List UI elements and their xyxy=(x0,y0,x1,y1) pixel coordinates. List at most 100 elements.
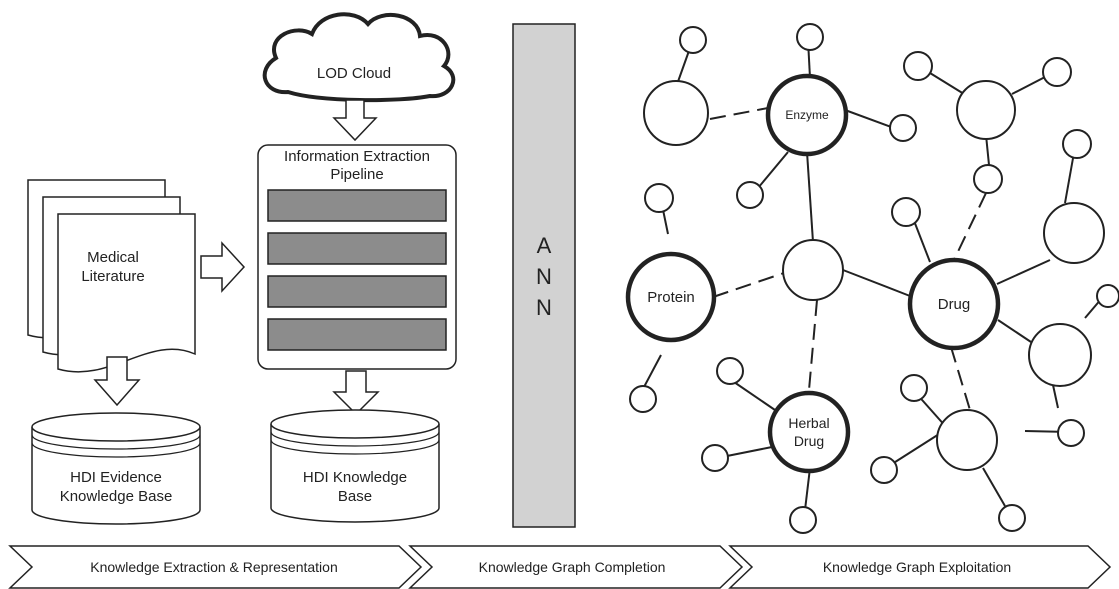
graph-node xyxy=(1062,129,1092,159)
graph-node xyxy=(1043,202,1105,264)
graph-node xyxy=(736,181,764,209)
graph-edge-dashed xyxy=(950,346,971,411)
evidence-kb-label-1: HDI Evidence xyxy=(70,469,162,486)
graph-edge xyxy=(1052,384,1059,409)
graph-edges xyxy=(643,39,1103,511)
graph-edge xyxy=(804,467,811,511)
medical-literature-label-1: Medical xyxy=(87,249,139,266)
database-icon xyxy=(270,424,440,523)
pipeline-title-2: Pipeline xyxy=(330,166,383,183)
graph-edge xyxy=(757,151,789,189)
database-band xyxy=(31,434,201,450)
graph-node xyxy=(900,374,928,402)
document-sheet-front xyxy=(57,213,196,373)
hdi-kb-label-2: Base xyxy=(338,488,372,505)
database-icon xyxy=(31,427,201,525)
graph-edge xyxy=(806,151,814,243)
graph-node-protein: Protein xyxy=(625,251,717,343)
herbal-drug-label-1: Herbal xyxy=(788,415,829,431)
pipeline-stage xyxy=(267,275,447,308)
graph-node xyxy=(889,114,917,142)
medical-literature-label-2: Literature xyxy=(81,268,144,285)
drug-label: Drug xyxy=(938,296,971,313)
ann-block: A N N xyxy=(512,23,576,528)
graph-edge xyxy=(997,319,1032,343)
graph-edge xyxy=(643,354,662,388)
graph-node-herbal-drug: Herbal Drug xyxy=(767,390,851,474)
graph-node xyxy=(903,51,933,81)
lod-cloud: LOD Cloud xyxy=(262,12,456,103)
pipeline-title-1: Information Extraction xyxy=(284,148,430,165)
graph-node xyxy=(998,504,1026,532)
ann-letter: A xyxy=(537,233,552,258)
graph-edge xyxy=(982,467,1006,507)
graph-node xyxy=(789,506,817,534)
evidence-kb-label-2: Knowledge Base xyxy=(60,488,173,505)
graph-node xyxy=(1057,419,1085,447)
graph-node xyxy=(679,26,707,54)
stage-chevron-completion: Knowledge Graph Completion xyxy=(408,545,744,589)
graph-edge xyxy=(929,72,965,95)
database-band xyxy=(31,442,201,458)
graph-edge-dashed xyxy=(953,192,987,261)
graph-edge xyxy=(985,134,990,166)
graph-node xyxy=(891,197,921,227)
graph-node-drug: Drug xyxy=(907,257,1001,351)
ann-letter: N xyxy=(536,295,552,320)
arrow-down-icon xyxy=(332,370,380,416)
graph-node xyxy=(1042,57,1072,87)
graph-node xyxy=(1096,284,1119,308)
graph-edge xyxy=(733,381,776,411)
arrow-right-icon xyxy=(200,241,246,293)
graph-node-enzyme: Enzyme xyxy=(765,73,849,157)
enzyme-label: Enzyme xyxy=(785,108,829,122)
graph-node xyxy=(629,385,657,413)
stage-chevron-extraction: Knowledge Extraction & Representation xyxy=(8,545,423,589)
pipeline-stage xyxy=(267,318,447,351)
arrow-down-icon xyxy=(93,356,141,407)
graph-node xyxy=(643,80,709,146)
graph-node xyxy=(870,456,898,484)
herbal-drug-label-2: Drug xyxy=(794,433,824,449)
ann-letter: N xyxy=(536,264,552,289)
graph-node xyxy=(644,183,674,213)
graph-node xyxy=(782,239,844,301)
graph-node xyxy=(716,357,744,385)
graph-edge xyxy=(996,259,1051,285)
graph-edge xyxy=(844,109,895,129)
ann-bar xyxy=(512,23,576,528)
hdi-evidence-knowledge-base: HDI Evidence Knowledge Base xyxy=(31,412,201,525)
stage-label: Knowledge Graph Exploitation xyxy=(823,559,1011,575)
graph-edge xyxy=(1011,76,1046,95)
cloud-icon xyxy=(262,12,456,103)
graph-edge xyxy=(726,446,773,457)
graph-nodes xyxy=(629,23,1119,534)
hdi-kb-label-1: HDI Knowledge xyxy=(303,469,407,486)
database-band xyxy=(270,431,440,447)
graph-node xyxy=(1028,323,1092,387)
database-band xyxy=(270,439,440,455)
medical-literature-documents: Medical Literature xyxy=(27,179,196,373)
protein-label: Protein xyxy=(647,289,695,306)
graph-edge-dashed xyxy=(712,272,785,298)
graph-node xyxy=(796,23,824,51)
graph-node xyxy=(701,444,729,472)
information-extraction-pipeline: Information Extraction Pipeline xyxy=(257,144,457,370)
arrow-down-icon xyxy=(332,99,378,142)
pipeline-stage xyxy=(267,189,447,222)
graph-node xyxy=(936,409,998,471)
database-top xyxy=(31,412,201,442)
graph-node xyxy=(973,164,1003,194)
hdi-knowledge-base: HDI Knowledge Base xyxy=(270,409,440,523)
graph-edge-dashed xyxy=(709,107,769,120)
database-top xyxy=(270,409,440,439)
stage-label: Knowledge Graph Completion xyxy=(479,559,666,575)
graph-edge-dashed xyxy=(808,299,818,391)
stage-label: Knowledge Extraction & Representation xyxy=(90,559,337,575)
stage-chevron-exploitation: Knowledge Graph Exploitation xyxy=(728,545,1112,589)
graph-edge xyxy=(842,269,911,297)
graph-node xyxy=(956,80,1016,140)
lod-cloud-label: LOD Cloud xyxy=(317,65,391,82)
pipeline-stage xyxy=(267,232,447,265)
